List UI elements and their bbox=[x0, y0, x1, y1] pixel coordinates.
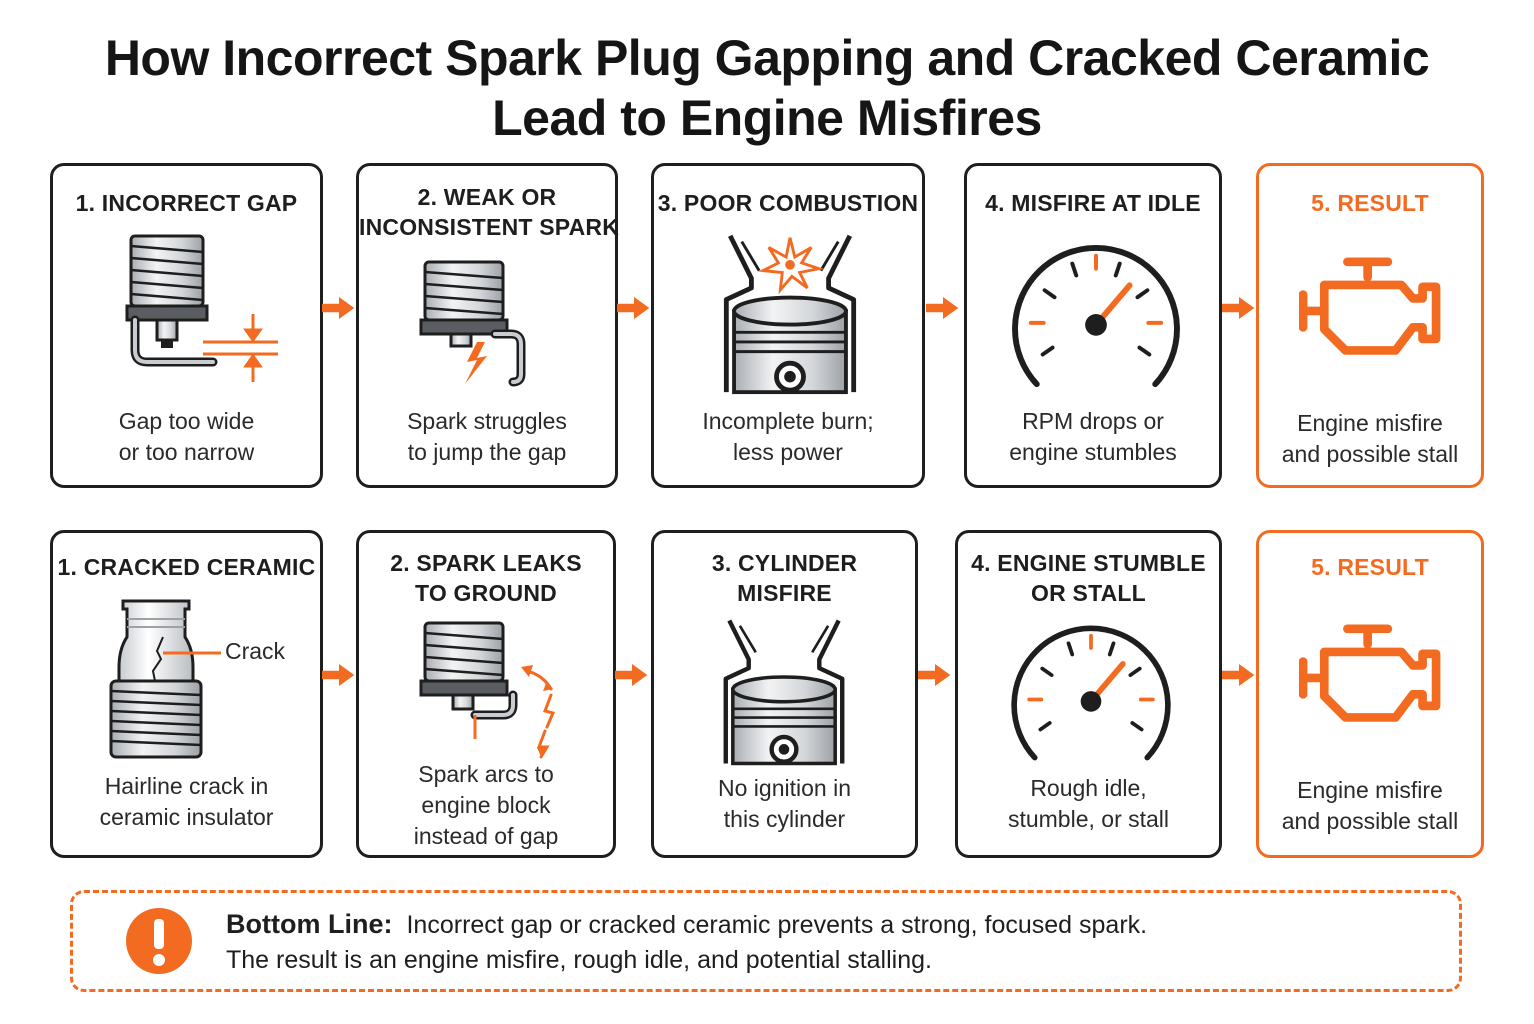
card-title: 2. SPARK LEAKS bbox=[390, 550, 582, 576]
title-line-2: Lead to Engine Misfires bbox=[492, 90, 1042, 146]
card-desc-line: instead of gap bbox=[413, 823, 559, 849]
flow-arrow-icon bbox=[926, 293, 960, 323]
flow-arrow-icon bbox=[322, 293, 356, 323]
flow-arrow-icon bbox=[615, 660, 649, 690]
card-title: TO GROUND bbox=[415, 580, 557, 606]
card-desc-line: engine block bbox=[421, 792, 551, 818]
step-card-weak-spark: 2. WEAK OR INCONSISTENT SPARK Spark stru… bbox=[356, 163, 620, 488]
card-desc-line: Engine misfire bbox=[1297, 777, 1443, 803]
exclamation-icon bbox=[126, 908, 192, 974]
card-desc-line: stumble, or stall bbox=[1007, 806, 1170, 832]
crack-callout-label: Crack bbox=[225, 638, 286, 664]
card-desc-line: and possible stall bbox=[1281, 808, 1459, 834]
bottom-line-text: The result is an engine misfire, rough i… bbox=[226, 946, 932, 974]
card-desc-line: Gap too wide bbox=[118, 408, 255, 434]
step-card-engine-stumble: 4. ENGINE STUMBLE OR STALL Rough idle, s… bbox=[955, 530, 1222, 858]
card-desc-line: less power bbox=[733, 439, 843, 465]
bottom-line-text: Incorrect gap or cracked ceramic prevent… bbox=[406, 911, 1148, 939]
flow-arrow-icon bbox=[1222, 660, 1256, 690]
flow-arrow-icon bbox=[322, 660, 356, 690]
tachometer-icon bbox=[998, 617, 1184, 767]
bottom-line-box: Bottom Line: Incorrect gap or cracked cer… bbox=[70, 890, 1462, 992]
flow-arrow-icon bbox=[1222, 293, 1256, 323]
cracked-insulator-icon bbox=[109, 599, 221, 759]
card-desc-line: this cylinder bbox=[723, 806, 846, 832]
card-title: 4. MISFIRE AT IDLE bbox=[985, 190, 1201, 216]
bottom-line-label: Bottom Line: bbox=[226, 909, 393, 939]
step-card-cracked-ceramic: 1. CRACKED CERAMIC Crack Hairline crack … bbox=[50, 530, 323, 858]
card-desc-line: engine stumbles bbox=[1009, 439, 1177, 465]
check-engine-icon bbox=[1299, 623, 1444, 729]
card-title: MISFIRE bbox=[737, 580, 832, 606]
check-engine-icon bbox=[1299, 256, 1444, 362]
card-title: 3. CYLINDER bbox=[711, 550, 858, 576]
step-card-result: 5. RESULT Engine misfire and possible st… bbox=[1256, 163, 1484, 488]
card-desc-line: No ignition in bbox=[718, 775, 851, 801]
card-title: INCONSISTENT SPARK bbox=[359, 214, 620, 240]
card-title: 4. ENGINE STUMBLE bbox=[971, 550, 1206, 576]
card-desc-line: Rough idle, bbox=[1030, 775, 1147, 801]
step-card-result: 5. RESULT Engine misfire and possible st… bbox=[1256, 530, 1484, 858]
card-desc-line: ceramic insulator bbox=[99, 804, 274, 830]
card-title: 1. CRACKED CERAMIC bbox=[57, 554, 316, 580]
spark-plug-gap-icon bbox=[125, 234, 278, 382]
flow-arrow-icon bbox=[918, 660, 952, 690]
piston-combustion-icon bbox=[708, 232, 872, 396]
card-title: 3. POOR COMBUSTION bbox=[657, 190, 919, 216]
step-card-poor-combustion: 3. POOR COMBUSTION Incomplete burn; less… bbox=[651, 163, 925, 488]
card-title: OR STALL bbox=[1031, 580, 1146, 606]
weak-spark-icon bbox=[419, 260, 526, 387]
card-desc-line: to jump the gap bbox=[407, 439, 567, 465]
spark-leak-icon bbox=[419, 621, 556, 759]
card-desc-line: Engine misfire bbox=[1297, 410, 1443, 436]
page-title: How Incorrect Spark Plug Gapping and Cra… bbox=[0, 28, 1534, 148]
card-desc-line: RPM drops or bbox=[1022, 408, 1164, 434]
title-line-1: How Incorrect Spark Plug Gapping and Cra… bbox=[104, 30, 1430, 86]
card-desc-line: or too narrow bbox=[118, 439, 255, 465]
card-title: 5. RESULT bbox=[1311, 190, 1429, 216]
step-card-spark-leaks: 2. SPARK LEAKS TO GROUND Spark arcs to e… bbox=[356, 530, 616, 858]
card-desc-line: Hairline crack in bbox=[104, 773, 269, 799]
step-card-misfire-idle: 4. MISFIRE AT IDLE RPM drops or engine s… bbox=[964, 163, 1222, 488]
piston-no-ignition-icon bbox=[704, 617, 864, 767]
card-desc-line: Incomplete burn; bbox=[702, 408, 874, 434]
flow-arrow-icon bbox=[617, 293, 651, 323]
step-card-cylinder-misfire: 3. CYLINDER MISFIRE No ignition in this … bbox=[651, 530, 918, 858]
card-title: 2. WEAK OR bbox=[417, 184, 557, 210]
card-desc-line: Spark struggles bbox=[407, 408, 567, 434]
tachometer-icon bbox=[1007, 236, 1185, 394]
card-desc-line: Spark arcs to bbox=[418, 761, 554, 787]
card-title: 5. RESULT bbox=[1311, 554, 1429, 580]
card-title: 1. INCORRECT GAP bbox=[75, 190, 298, 216]
step-card-incorrect-gap: 1. INCORRECT GAP Gap too wide or too nar… bbox=[50, 163, 323, 488]
card-desc-line: and possible stall bbox=[1281, 441, 1459, 467]
